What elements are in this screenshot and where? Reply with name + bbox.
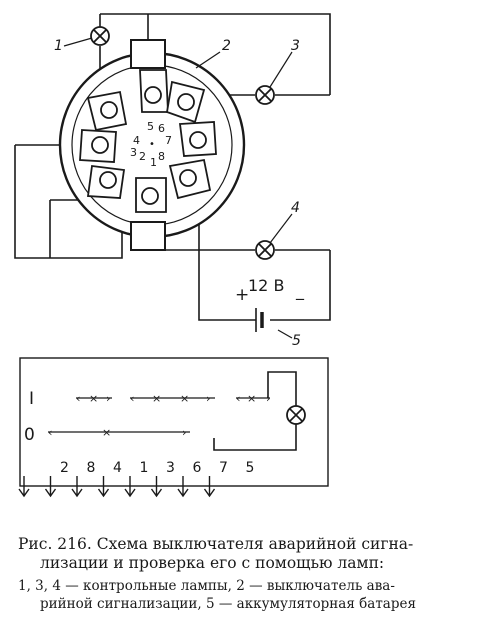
- hazard-switch: 5 6 4 • 7 3 2 8 1: [58, 39, 246, 251]
- caption-title-line2: лизации и проверка его с помощью ламп:: [40, 554, 385, 572]
- contact-terminal: [165, 80, 206, 124]
- svg-text:×: ×: [152, 392, 161, 405]
- callout-lamp-3: 3: [291, 38, 300, 54]
- battery-plus-sign: +: [235, 285, 249, 305]
- lamp-4: [255, 240, 275, 260]
- svg-text:×: ×: [180, 392, 189, 405]
- terminal-arrow: [177, 476, 189, 498]
- contact-number: 3: [130, 146, 137, 159]
- terminal-label: 7: [219, 460, 228, 476]
- switch-position-table: I 0 ‹ × › ‹ × × › ‹ × › ‹ × › 2 8 4 1 3 6 7 5: [18, 357, 329, 498]
- callout-battery-5: 5: [292, 333, 301, 349]
- table-lamp: [286, 405, 306, 425]
- contact-terminal: [79, 129, 117, 163]
- contact-number: 4: [133, 134, 140, 147]
- callout-lamp-4: 4: [291, 200, 300, 216]
- wire-battery-minus: [270, 250, 331, 321]
- battery-voltage-label: 12 В: [248, 276, 284, 295]
- contact-number: 2: [139, 150, 146, 163]
- row-label-off: 0: [24, 425, 35, 445]
- svg-text:‹: ‹: [130, 392, 134, 405]
- contact-center-dot: •: [149, 139, 155, 150]
- terminal-label: 1: [140, 460, 149, 476]
- terminal-label: 3: [166, 460, 175, 476]
- svg-text:›: ›: [266, 392, 270, 405]
- contact-number: 7: [165, 134, 172, 147]
- contact-number: 8: [158, 150, 165, 163]
- svg-text:›: ›: [106, 392, 110, 405]
- contact-terminal: [178, 121, 217, 157]
- battery: + 12 В _: [235, 276, 305, 332]
- terminal-label: 8: [87, 460, 96, 476]
- lamp-3: [255, 85, 275, 105]
- terminal-arrow: [18, 476, 30, 498]
- wire-top-right: [100, 13, 331, 95]
- contact-terminal: [86, 164, 126, 199]
- svg-text:‹: ‹: [76, 392, 80, 405]
- wire-left-loop: [14, 145, 123, 259]
- callout-lamp-1: 1: [54, 38, 63, 54]
- terminal-arrow: [97, 476, 110, 498]
- contact-terminal: [86, 90, 128, 132]
- contact-number: 5: [147, 120, 154, 133]
- svg-text:‹: ‹: [48, 426, 52, 439]
- terminal-arrow: [124, 476, 136, 498]
- svg-text:×: ×: [102, 426, 111, 439]
- svg-text:×: ×: [89, 392, 98, 405]
- caption-legend-line2: рийной сигнализации, 5 — аккумуляторная …: [40, 596, 416, 612]
- caption-legend-line1: 1, 3, 4 — контрольные лампы, 2 — выключа…: [18, 578, 395, 594]
- row-label-on: I: [29, 389, 34, 409]
- figure-caption-title: Рис. 216. Схема выключателя аварийной си…: [18, 535, 478, 573]
- terminal-label: 2: [60, 460, 69, 476]
- svg-text:×: ×: [247, 392, 256, 405]
- contact-number: 6: [158, 122, 165, 135]
- figure-caption-legend: 1, 3, 4 — контрольные лампы, 2 — выключа…: [18, 577, 478, 613]
- contact-number: 1: [150, 156, 157, 169]
- contact-terminal: [139, 69, 169, 113]
- svg-text:‹: ‹: [236, 392, 240, 405]
- terminal-arrow: [44, 476, 57, 498]
- terminal-arrow: [71, 476, 83, 498]
- lamp-1: [90, 26, 110, 46]
- caption-title-line1: Рис. 216. Схема выключателя аварийной си…: [18, 535, 414, 553]
- terminal-label: 5: [246, 460, 255, 476]
- contact-terminal: [168, 158, 212, 200]
- terminal-label: 6: [193, 460, 202, 476]
- callout-switch-2: 2: [222, 38, 231, 54]
- terminal-label: 4: [113, 460, 122, 476]
- terminal-arrow: [203, 476, 216, 498]
- terminal-arrow: [150, 476, 163, 498]
- svg-text:›: ›: [182, 426, 186, 439]
- svg-text:›: ›: [206, 392, 210, 405]
- wiring-diagram: 5 6 4 • 7 3 2 8 1 1 2 3 4 5 + 12 В: [14, 13, 331, 498]
- contact-terminal: [135, 177, 167, 213]
- battery-minus-sign: _: [295, 281, 305, 301]
